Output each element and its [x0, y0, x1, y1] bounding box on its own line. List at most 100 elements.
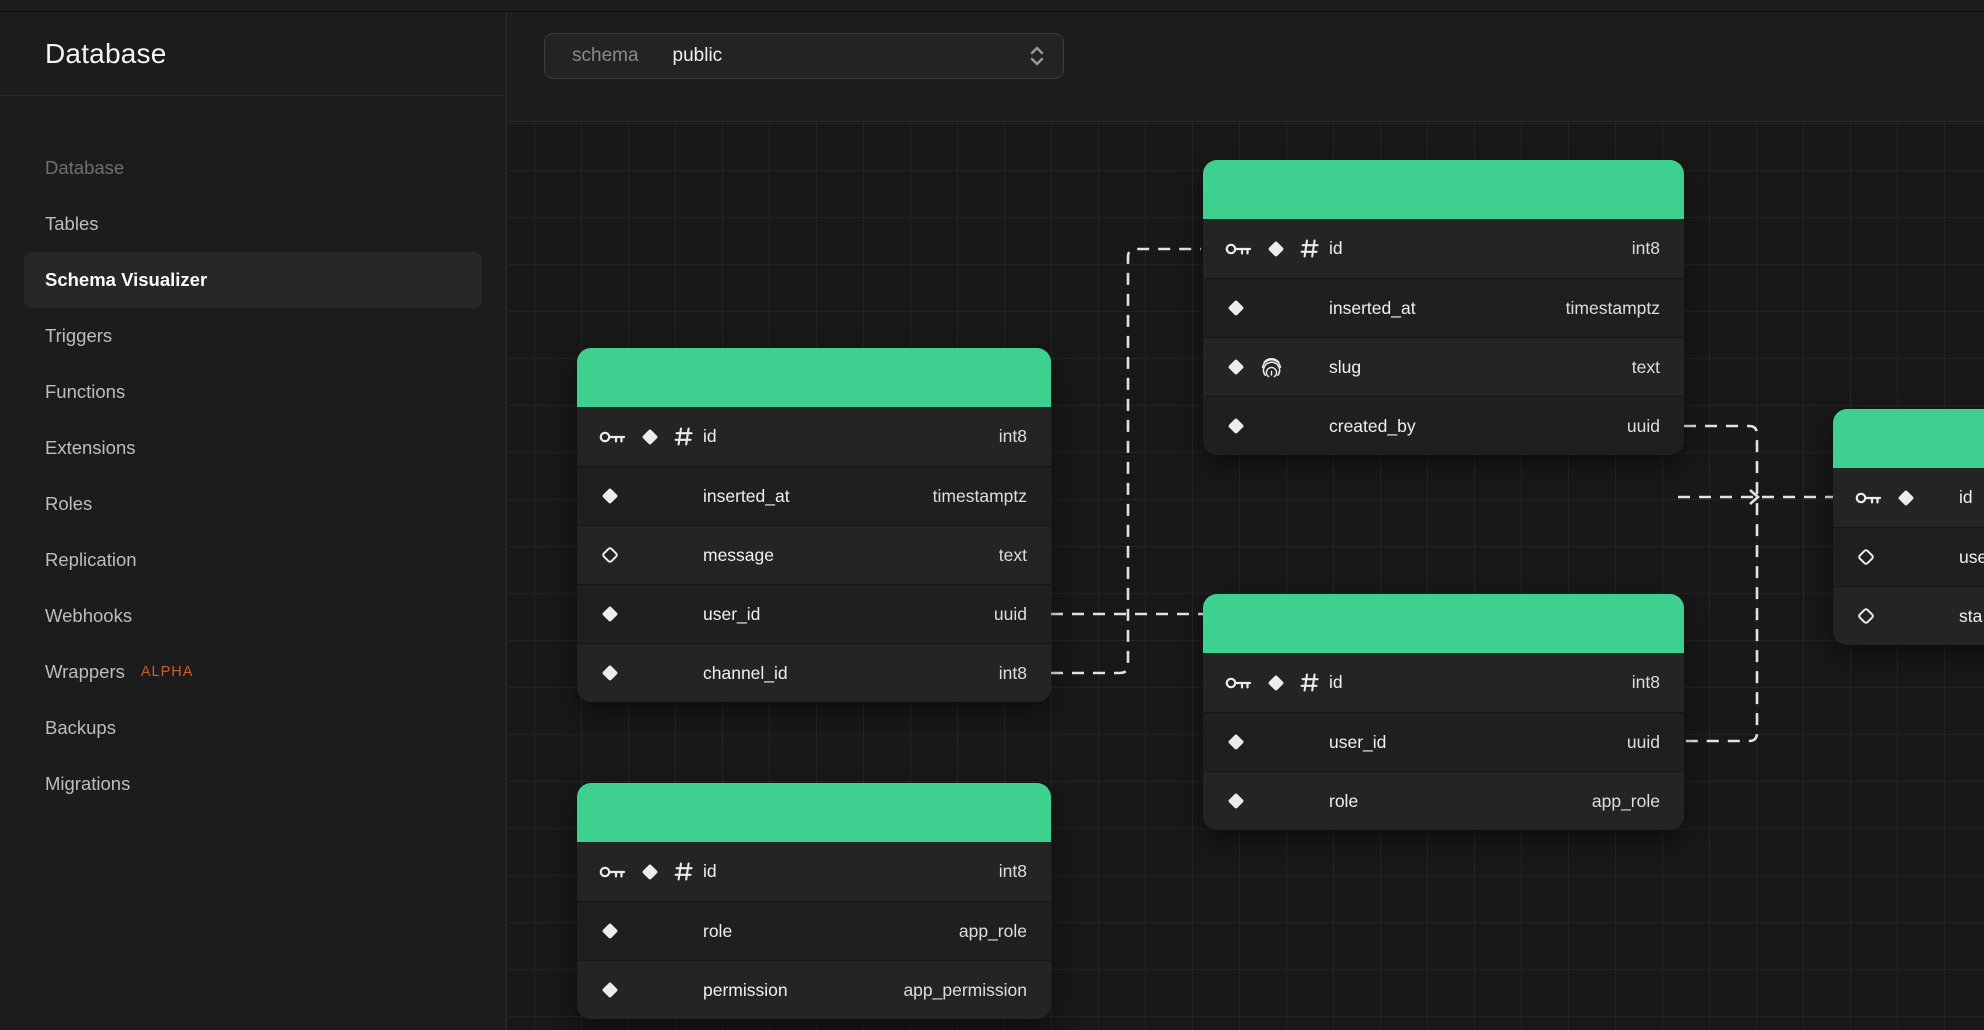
column-type: text — [998, 544, 1027, 565]
chevron-up-down-icon — [1029, 46, 1045, 66]
sidebar-item-label: Replication — [45, 549, 137, 570]
sidebar-item-schema-visualizer[interactable]: Schema Visualizer — [24, 252, 482, 308]
diamond-filled-icon — [1228, 300, 1244, 316]
column-icons — [599, 662, 695, 684]
column-name: id — [1329, 672, 1343, 692]
column-type: int8 — [998, 861, 1027, 881]
hash-icon — [674, 427, 693, 446]
diamond-filled-icon — [1228, 793, 1244, 809]
column-row: permission app_permission — [577, 960, 1051, 1019]
diamond-filled-icon — [602, 606, 618, 622]
column-type: text — [1631, 356, 1660, 377]
edge-messages-channel_id — [1051, 247, 1201, 675]
column-name: inserted_at — [1329, 297, 1416, 318]
sidebar-item-functions[interactable]: Functions — [24, 364, 482, 420]
column-name: role — [1329, 790, 1359, 811]
sidebar-item-label: Triggers — [45, 325, 113, 346]
sidebar-item-tables[interactable]: Tables — [24, 196, 482, 252]
table-title — [1203, 594, 1684, 653]
column-icons — [599, 979, 695, 1001]
sidebar-item-webhooks[interactable]: Webhooks — [24, 588, 482, 644]
fingerprint-icon — [1261, 357, 1282, 377]
key-icon — [599, 431, 626, 442]
column-icons — [1225, 672, 1321, 694]
column-type: app_role — [958, 920, 1027, 941]
diamond-filled-icon — [1898, 490, 1914, 505]
column-type: uuid — [1626, 415, 1660, 436]
diamond-filled-icon — [1268, 675, 1284, 690]
sidebar-item-triggers[interactable]: Triggers — [24, 308, 482, 364]
column-name: id — [1959, 487, 1973, 507]
topbar: schema public — [508, 12, 1984, 122]
column-name: permission — [703, 979, 788, 1000]
table-title — [577, 348, 1051, 407]
sidebar-item-extensions[interactable]: Extensions — [24, 420, 482, 476]
column-name: channel_id — [703, 662, 788, 683]
diamond-outline-icon — [1858, 608, 1874, 624]
key-icon — [1855, 492, 1882, 503]
column-name: user_id — [703, 603, 761, 624]
table-node-user_roles[interactable]: id int8 user_id uuid role app_role — [1203, 594, 1684, 830]
diamond-filled-icon — [602, 923, 618, 939]
diamond-filled-icon — [602, 982, 618, 998]
column-icons — [599, 920, 695, 942]
column-name: slug — [1329, 356, 1362, 377]
column-icons — [1855, 487, 1951, 509]
column-type: int8 — [1631, 672, 1660, 692]
diamond-filled-icon — [602, 488, 618, 504]
column-type: timestamptz — [1565, 297, 1660, 318]
column-type: uuid — [1626, 731, 1660, 752]
column-row: message text — [577, 525, 1051, 584]
schema-select-value: public — [672, 45, 723, 66]
column-type: int8 — [998, 662, 1027, 683]
column-type: app_role — [1591, 790, 1660, 811]
schema-select[interactable]: schema public — [544, 33, 1064, 79]
column-name: user_id — [1329, 731, 1387, 752]
sidebar-item-label: Functions — [45, 381, 126, 402]
column-icons — [1225, 297, 1321, 319]
edge-channels-created_by — [1684, 424, 1759, 743]
column-name: message — [703, 544, 775, 565]
sidebar-item-label: Backups — [45, 717, 116, 738]
diamond-filled-icon — [1228, 418, 1244, 434]
sidebar-item-database[interactable]: Database — [24, 140, 482, 196]
column-type: app_permission — [903, 979, 1027, 1000]
diamond-filled-icon — [1228, 734, 1244, 750]
sidebar-item-label: Migrations — [45, 773, 131, 794]
sidebar-item-label: Schema Visualizer — [45, 269, 208, 290]
page-title: Database — [45, 37, 167, 69]
sidebar-item-label: Database — [45, 157, 125, 178]
sidebar-item-backups[interactable]: Backups — [24, 700, 482, 756]
column-type: timestamptz — [932, 485, 1027, 506]
diamond-filled-icon — [1268, 241, 1284, 256]
column-icons — [1225, 415, 1321, 437]
column-row: id int8 — [1203, 653, 1684, 712]
hash-icon — [1300, 673, 1319, 692]
relationship-edges — [1051, 247, 1835, 743]
sidebar-item-roles[interactable]: Roles — [24, 476, 482, 532]
hash-icon — [1300, 239, 1319, 258]
diamond-filled-icon — [602, 665, 618, 681]
column-name: use — [1959, 546, 1984, 567]
sidebar-item-replication[interactable]: Replication — [24, 532, 482, 588]
column-icons — [1225, 238, 1321, 260]
table-title — [577, 783, 1051, 842]
sidebar-item-migrations[interactable]: Migrations — [24, 756, 482, 812]
column-row: role app_role — [1203, 771, 1684, 830]
table-title — [1833, 409, 1984, 468]
column-type: int8 — [998, 426, 1027, 446]
schema-select-label: schema — [572, 45, 639, 66]
sidebar-item-label: Roles — [45, 493, 93, 514]
key-icon — [1225, 677, 1252, 688]
